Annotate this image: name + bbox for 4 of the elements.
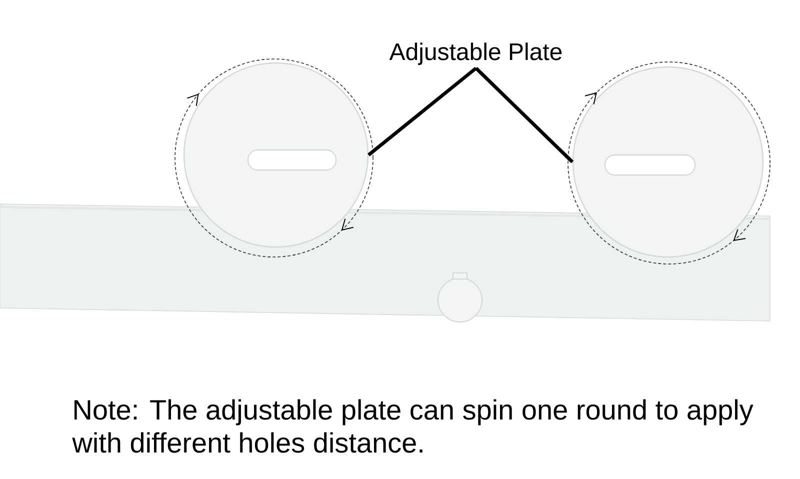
leader-line (368, 66, 478, 156)
part-label: Adjustable Plate (389, 42, 562, 65)
leader-line (474, 66, 574, 164)
note-text: Note: The adjustable plate can spin one round to apply with different holes distance. (72, 399, 754, 453)
